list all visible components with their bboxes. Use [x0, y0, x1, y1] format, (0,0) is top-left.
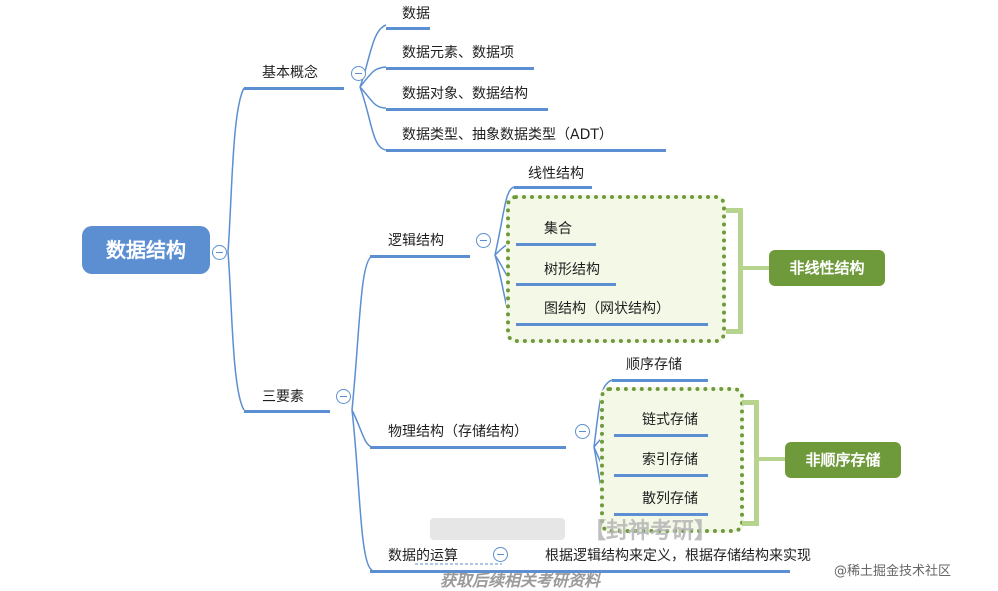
- node-underline: [386, 108, 548, 111]
- node-underline: [370, 446, 566, 449]
- bracket-connector: [743, 266, 769, 270]
- collapse-logical-icon[interactable]: [476, 233, 491, 248]
- node-physical-structure[interactable]: 物理结构（存储结构）: [388, 424, 528, 440]
- node-operations-note[interactable]: 根据逻辑结构来定义，根据存储结构来实现: [545, 548, 811, 564]
- node-linked-storage[interactable]: 链式存储: [642, 412, 698, 428]
- nonsequential-group: [600, 387, 744, 533]
- node-underline: [244, 87, 344, 90]
- collapse-basic-concepts-icon[interactable]: [351, 66, 366, 81]
- node-logical-structure[interactable]: 逻辑结构: [388, 233, 444, 249]
- watermark-center: 【封神考研】: [584, 519, 717, 544]
- node-underline: [612, 379, 708, 382]
- node-set[interactable]: 集合: [544, 221, 572, 237]
- node-underline: [370, 255, 470, 258]
- root-node[interactable]: 数据结构: [82, 226, 210, 274]
- node-underline: [386, 67, 534, 70]
- node-hash-storage[interactable]: 散列存储: [642, 491, 698, 507]
- blurred-region: [430, 518, 565, 540]
- node-basic-concepts[interactable]: 基本概念: [262, 65, 318, 81]
- node-underline: [516, 243, 596, 246]
- collapse-physical-icon[interactable]: [575, 424, 590, 439]
- root-label: 数据结构: [106, 238, 186, 262]
- node-underline: [614, 434, 708, 437]
- node-underline: [514, 186, 592, 189]
- node-sequential-storage[interactable]: 顺序存储: [626, 357, 682, 373]
- nonlinear-group: [506, 195, 726, 343]
- watermark-bottom: 获取后续相关考研资料: [440, 571, 601, 590]
- node-linear-structure[interactable]: 线性结构: [528, 166, 584, 182]
- node-underline: [614, 513, 708, 516]
- nonlinear-label-badge[interactable]: 非线性结构: [769, 250, 885, 286]
- node-underline: [386, 149, 666, 152]
- concept-item-element[interactable]: 数据元素、数据项: [402, 45, 514, 61]
- collapse-operations-icon[interactable]: [493, 547, 508, 562]
- collapse-three-elements-icon[interactable]: [336, 389, 351, 404]
- collapse-root-icon[interactable]: [212, 245, 227, 260]
- concept-item-data[interactable]: 数据: [402, 6, 430, 22]
- watermark-corner: @稀土掘金技术社区: [834, 564, 952, 579]
- nonsequential-bracket: [742, 400, 759, 526]
- nonlinear-bracket: [726, 208, 743, 334]
- node-underline: [386, 27, 430, 30]
- node-three-elements[interactable]: 三要素: [262, 389, 304, 405]
- node-underline: [244, 410, 330, 413]
- concept-item-type[interactable]: 数据类型、抽象数据类型（ADT）: [402, 127, 613, 143]
- node-underline: [614, 474, 708, 477]
- node-underline: [370, 570, 790, 573]
- node-underline: [516, 323, 708, 326]
- node-graph-structure[interactable]: 图结构（网状结构）: [544, 301, 670, 317]
- nonsequential-label-badge[interactable]: 非顺序存储: [785, 442, 901, 478]
- node-tree-structure[interactable]: 树形结构: [544, 262, 600, 278]
- node-data-operations[interactable]: 数据的运算: [388, 548, 458, 564]
- node-index-storage[interactable]: 索引存储: [642, 452, 698, 468]
- concept-item-object[interactable]: 数据对象、数据结构: [402, 86, 528, 102]
- node-underline: [516, 283, 616, 286]
- bracket-connector: [759, 457, 785, 461]
